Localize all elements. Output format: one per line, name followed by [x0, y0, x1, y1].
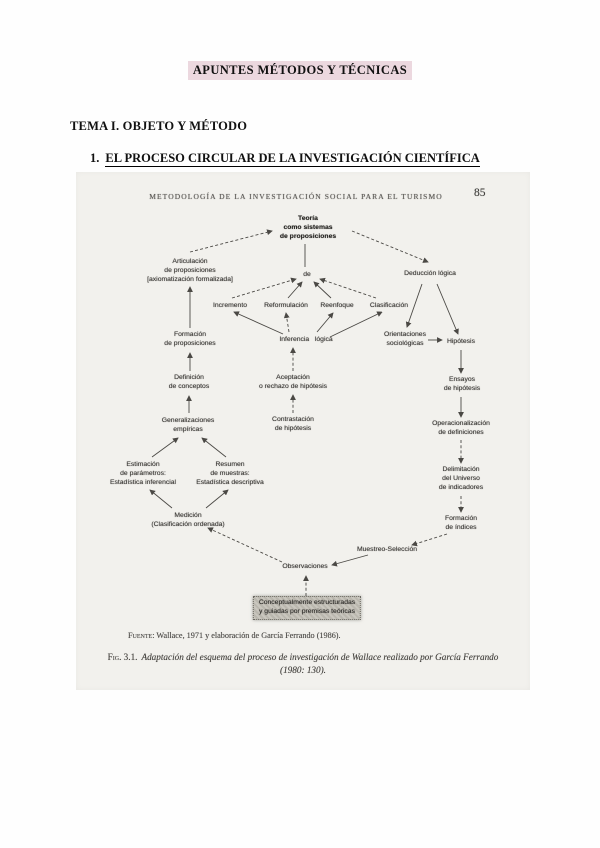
diagram-node-clasificacion: Clasificación	[369, 302, 409, 309]
diagram-arrows	[149, 229, 464, 596]
diagram-node-estimacion-parametros: Estimación de parámetros: Estadística in…	[109, 461, 177, 486]
diagram-node-conceptual-box: Conceptualmente estructuradas y guiadas …	[252, 596, 362, 620]
scan-page-number: 85	[474, 187, 486, 199]
diagram-node-muestreo-seleccion: Muestreo-Selección	[356, 546, 418, 553]
diagram-node-deduccion-logica: Deducción lógica	[404, 270, 456, 277]
document-title: APUNTES MÉTODOS Y TÉCNICAS	[187, 61, 413, 80]
diagram-node-reformulacion: Reformulación	[264, 302, 308, 309]
arrow-medicion-to-resumen	[205, 489, 229, 509]
document-title-row: APUNTES MÉTODOS Y TÉCNICAS	[0, 61, 600, 80]
diagram-node-delimitacion-universo: Delimitación del Universo de indicadores	[438, 466, 484, 491]
arrow-incremento-to-de	[231, 277, 297, 299]
arrow-clasificacion-to-de	[319, 277, 377, 299]
list-item-title: EL PROCESO CIRCULAR DE LA INVESTIGACIÓN …	[105, 151, 480, 167]
arrow-inferencia-to-incremento	[233, 311, 284, 335]
figure-caption-label: Fig. 3.1.	[107, 652, 138, 662]
diagram-node-ensayos-hipotesis: Ensayos de hipótesis	[443, 376, 481, 392]
figure-source-text: Wallace, 1971 y elaboración de García Fe…	[156, 631, 341, 640]
figure-source-label: Fuente:	[128, 631, 155, 640]
arrow-observaciones-to-medicion	[207, 527, 283, 563]
list-item-number: 1.	[90, 151, 100, 165]
arrow-inferencia-to-reformulacion	[283, 312, 290, 333]
diagram-node-resumen-muestras: Resumen de muestras: Estadística descrip…	[196, 461, 264, 486]
arrow-medicion-to-estimacion	[149, 489, 173, 509]
figure-source: Fuente: Wallace, 1971 y elaboración de G…	[128, 631, 341, 640]
diagram-node-articulacion: Articulación de proposiciones [axiomatiz…	[147, 258, 233, 283]
diagram-node-medicion: Medición (Clasificación ordenada)	[151, 512, 225, 528]
arrow-estimacion-to-generalizaciones	[151, 437, 179, 458]
arrow-articulacion-to-teoria	[189, 229, 273, 253]
diagram-node-aceptacion-rechazo: Aceptación o rechazo de hipótesis	[258, 374, 328, 390]
arrow-teoria-to-deduccion	[351, 230, 429, 263]
diagram-node-hipotesis: Hipótesis	[447, 338, 475, 345]
diagram-node-de-junction: de	[303, 271, 311, 278]
diagram-node-contrastacion-hipotesis: Contrastación de hipótesis	[272, 416, 314, 432]
arrow-deduccion-to-hipotesis	[436, 283, 459, 335]
arrow-deduccion-to-orientaciones	[405, 283, 423, 328]
diagram-node-teoria: Teoría como sistemas de proposiciones	[279, 215, 337, 240]
figure-caption-text: Adaptación del esquema del proceso de in…	[141, 652, 499, 676]
arrow-reenfoque-to-de	[313, 281, 332, 299]
arrow-formacion-indices-to-muestreo	[411, 533, 448, 547]
diagram-edges	[149, 229, 464, 596]
diagram-node-definicion-conceptos: Definición de conceptos	[168, 374, 210, 390]
section-heading: TEMA I. OBJETO Y MÉTODO	[70, 119, 248, 133]
arrow-inferencia-to-reenfoque	[316, 312, 334, 333]
diagram-node-inferencia-logica: Inferencia lógica	[279, 336, 333, 343]
arrow-muestreo-to-observaciones	[331, 554, 369, 567]
scan-running-header: METODOLOGÍA DE LA INVESTIGACIÓN SOCIAL P…	[149, 192, 443, 201]
diagram-node-formacion-indices: Formación de índices	[444, 515, 478, 531]
arrow-inferencia-to-clasificacion	[329, 311, 383, 338]
scanned-figure: METODOLOGÍA DE LA INVESTIGACIÓN SOCIAL P…	[76, 172, 530, 690]
diagram-node-orientaciones-sociologicas: Orientaciones sociológicas	[384, 331, 426, 347]
figure-caption: Fig. 3.1.Adaptación del esquema del proc…	[98, 651, 508, 678]
diagram-node-generalizaciones-empiricas: Generalizaciones empíricas	[161, 417, 215, 433]
diagram-node-operacionalizacion: Operacionalización de definiciones	[432, 420, 490, 436]
numbered-list-item: 1. EL PROCESO CIRCULAR DE LA INVESTIGACIÓ…	[90, 151, 480, 167]
diagram-node-formacion-proposiciones: Formación de proposiciones	[164, 331, 216, 347]
arrow-reformulacion-to-de	[287, 281, 303, 299]
diagram-node-incremento: Incremento	[212, 302, 248, 309]
diagram-node-observaciones: Observaciones	[282, 563, 328, 570]
diagram-node-reenfoque: Reenfoque	[320, 302, 354, 309]
arrow-resumen-to-generalizaciones	[201, 437, 227, 458]
